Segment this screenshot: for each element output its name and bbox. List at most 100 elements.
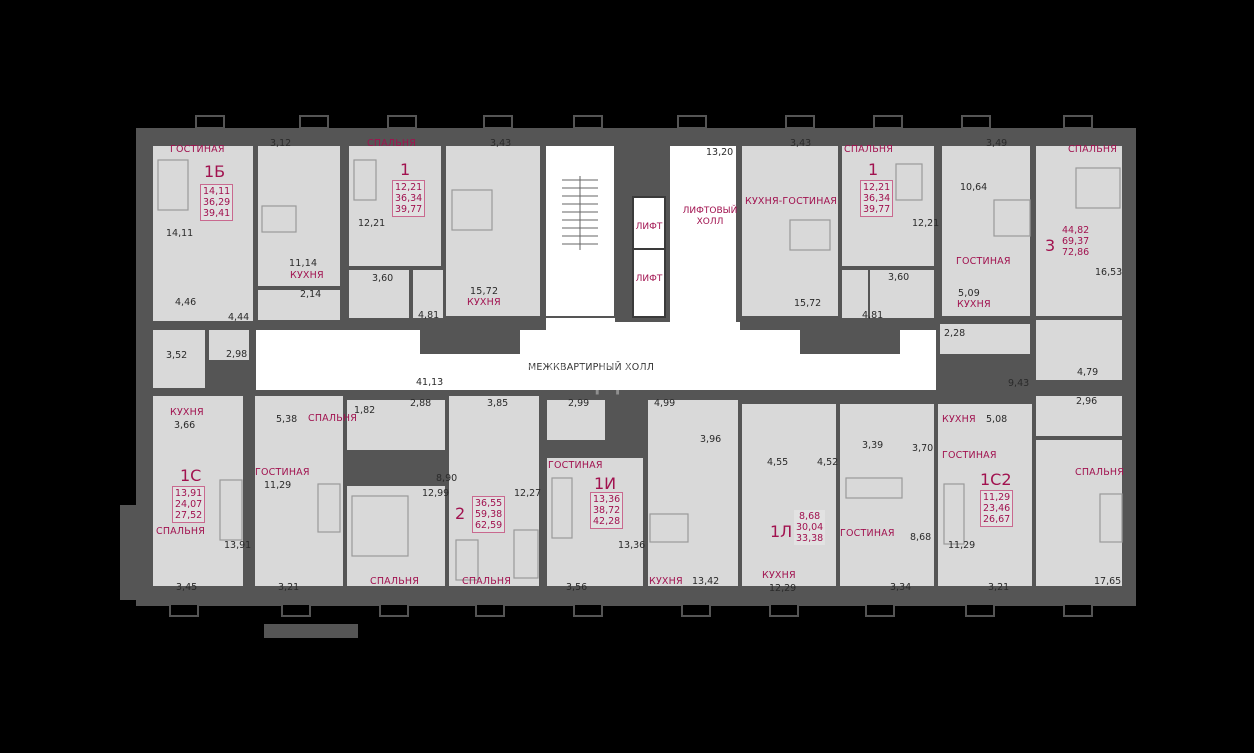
room-area: 4,79 [1077,367,1099,378]
room-area: 4,44 [228,312,250,323]
room-area: 15,72 [470,286,499,297]
room-area: 3,49 [986,138,1008,149]
lift-2-label: ЛИФТ [635,274,663,284]
room-label: ГОСТИНАЯ [942,450,997,461]
room-label: СПАЛЬНЯ [844,144,894,155]
unit-code-1c: 1С [180,466,202,485]
room-area: 3,52 [166,350,188,361]
room-area: 4,46 [175,297,197,308]
room-label: СПАЛЬНЯ [1068,144,1118,155]
room-label: ГОСТИНАЯ [255,467,310,478]
room-area: 9,43 [1008,378,1030,389]
room-label: КУХНЯ [762,570,796,581]
room-area: 14,11 [166,228,194,239]
room-area: 15,72 [794,298,822,309]
room-area: 13,91 [224,540,252,551]
room-label: СПАЛЬНЯ [156,526,206,537]
room-area: 3,21 [988,582,1010,593]
room-area: 5,08 [986,414,1008,425]
room-area: 11,29 [264,480,292,491]
room-area: 3,85 [487,398,509,409]
room-area: 2,28 [944,328,966,339]
room-label: ГОСТИНАЯ [170,144,225,155]
lift-hall-label: ЛИФТОВЫЙ ХОЛЛ [682,206,738,227]
room-area: 4,55 [767,457,789,468]
room-label: КУХНЯ [957,299,991,310]
room-label: СПАЛЬНЯ [308,413,358,424]
room-label: СПАЛЬНЯ [370,576,420,587]
unit-code-1-left: 1 [400,160,411,179]
corridor-label: МЕЖКВАРТИРНЫЙ ХОЛЛ [528,362,655,373]
unit-code-1b: 1Б [204,162,226,181]
unit-code-1c2: 1С2 [980,470,1012,489]
room-area: 12,27 [514,488,542,499]
room-area: 3,43 [490,138,512,149]
room-label: КУХНЯ [942,414,976,425]
room-label: КУХНЯ [290,270,324,281]
lift-hall-area: 13,20 [706,147,734,158]
room-area: 4,99 [654,398,676,409]
room-area: 4,52 [817,457,839,468]
room-area: 5,09 [958,288,980,299]
room-area: 4,81 [862,310,884,321]
room-area: 3,60 [372,273,394,284]
lift-2: ЛИФТ [632,248,666,318]
room-area: 3,39 [862,440,884,451]
unit-code-3: 3 [1045,236,1056,255]
corridor-area: 41,13 [416,377,444,388]
room-area: 11,29 [948,540,976,551]
room-area: 10,64 [960,182,988,193]
room-area: 12,29 [769,583,797,594]
room-area: 2,96 [1076,396,1098,407]
room-area: 2,14 [300,289,322,300]
room-area: 8,90 [436,473,458,484]
room-area: 2,98 [226,349,248,360]
room-label: СПАЛЬНЯ [462,576,512,587]
unit-code-2: 2 [455,504,466,523]
watermark: ВЛАДИС [516,358,676,398]
room-area: 3,60 [888,272,910,283]
corridor-shape [256,318,936,390]
room-area: 3,70 [912,443,934,454]
unit-code-1-right: 1 [868,160,879,179]
room-area: 3,66 [174,420,196,431]
room-area: 3,34 [890,582,912,593]
room-label: ГОСТИНАЯ [840,528,895,539]
unit-code-1l: 1Л [770,522,793,541]
room-label: СПАЛЬНЯ [1075,467,1125,478]
room-area: 3,96 [700,434,722,445]
room-area: 12,21 [912,218,940,229]
room-area: 4,81 [418,310,440,321]
room-area: 5,38 [276,414,298,425]
room-area: 16,53 [1095,267,1123,278]
room-label: КУХНЯ [170,407,204,418]
room-area: 12,99 [422,488,450,499]
room-area: 2,99 [568,398,590,409]
room-area: 3,21 [278,582,300,593]
room-area: 12,21 [358,218,386,229]
room-area: 2,88 [410,398,432,409]
room-label: СПАЛЬНЯ [367,138,417,149]
lift-1-label: ЛИФТ [635,222,663,232]
unit-code-1i: 1И [594,474,617,493]
room-label: КУХНЯ [467,297,501,308]
room-label: КУХНЯ [649,576,683,587]
room-area: 11,14 [289,258,318,269]
room-area: 13,42 [692,576,720,587]
room-area: 3,56 [566,582,588,593]
room-area: 3,45 [176,582,198,593]
room-label: ГОСТИНАЯ [956,256,1011,267]
room-label: ГОСТИНАЯ [548,460,603,471]
room-area: 3,43 [790,138,812,149]
room-area: 13,36 [618,540,646,551]
room-area: 3,12 [270,138,292,149]
room-area: 1,82 [354,405,376,416]
room-area: 17,65 [1094,576,1122,587]
